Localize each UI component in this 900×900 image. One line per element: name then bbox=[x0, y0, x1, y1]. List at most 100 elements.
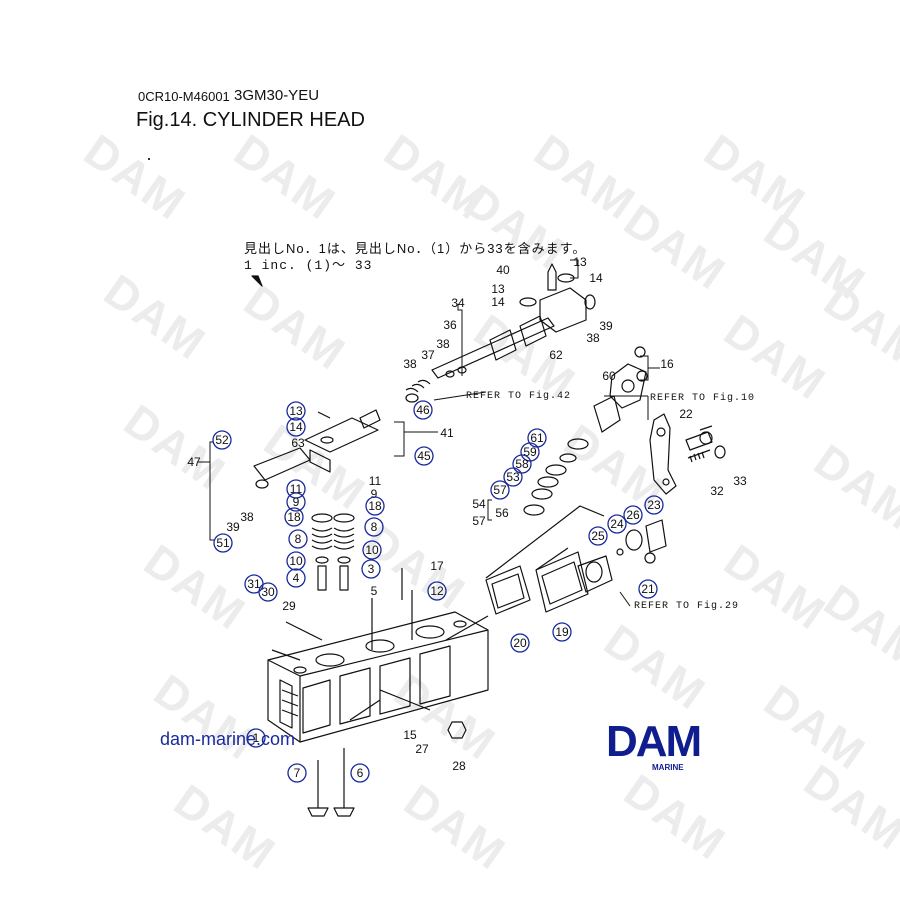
callout-circle bbox=[288, 529, 308, 549]
callout-circle bbox=[284, 507, 304, 527]
callout-circle bbox=[364, 517, 384, 537]
callout-label: 6 bbox=[357, 766, 364, 780]
callout-17: 17 bbox=[430, 559, 444, 573]
callout-label: 5 bbox=[371, 584, 378, 598]
callout-38: 38 bbox=[403, 357, 417, 371]
callout-58: 58 bbox=[512, 454, 532, 474]
callout-label: 8 bbox=[371, 520, 378, 534]
valve-spring-right bbox=[333, 513, 355, 591]
refer-fig10: REFER TO Fig.10 bbox=[650, 393, 756, 404]
callout-63: 63 bbox=[291, 436, 305, 450]
valve-6 bbox=[333, 748, 355, 817]
callout-label: 9 bbox=[371, 487, 378, 501]
callout-circle bbox=[552, 622, 572, 642]
callout-19: 19 bbox=[552, 622, 572, 642]
exhaust-elbow-19 bbox=[535, 551, 613, 613]
callout-label: 13 bbox=[289, 404, 303, 418]
note-japanese: 見出しNo．1は、見出しNo．（1）から33を含みます。 bbox=[244, 241, 587, 256]
callout-label: 10 bbox=[289, 554, 303, 568]
dam-marine-logo: DAM MARINE bbox=[606, 720, 738, 773]
callout-circle bbox=[258, 582, 278, 602]
callout-10: 10 bbox=[286, 551, 306, 571]
callout-circle bbox=[286, 551, 306, 571]
callout-31: 31 bbox=[244, 574, 264, 594]
callout-label: 41 bbox=[440, 426, 454, 440]
callout-38: 38 bbox=[436, 337, 450, 351]
website-link[interactable]: dam-marine.com bbox=[160, 729, 296, 749]
callout-label: 62 bbox=[549, 348, 563, 362]
callout-label: 14 bbox=[491, 295, 505, 309]
callout-circle bbox=[246, 728, 266, 748]
callout-6: 6 bbox=[350, 763, 370, 783]
callout-circle bbox=[286, 492, 306, 512]
note-english: 1 inc. (1)～ 33 bbox=[244, 258, 373, 273]
callout-label: 38 bbox=[436, 337, 450, 351]
callout-47: 47 bbox=[187, 455, 201, 469]
callout-29: 29 bbox=[282, 599, 296, 613]
callout-3: 3 bbox=[361, 559, 381, 579]
callout-circle bbox=[286, 568, 306, 588]
callout-label: 13 bbox=[573, 255, 587, 269]
callout-10: 10 bbox=[362, 540, 382, 560]
refer-fig29: REFER TO Fig.29 bbox=[634, 601, 740, 612]
callout-7: 7 bbox=[287, 763, 307, 783]
callout-18: 18 bbox=[365, 496, 385, 516]
callout-51: 51 bbox=[213, 533, 233, 553]
callout-circle bbox=[212, 430, 232, 450]
callout-4: 4 bbox=[286, 568, 306, 588]
callout-circle bbox=[361, 559, 381, 579]
callout-label: 57 bbox=[493, 483, 507, 497]
callout-27: 27 bbox=[415, 742, 429, 756]
callout-label: 26 bbox=[626, 508, 640, 522]
valve-spring-left bbox=[311, 513, 333, 591]
callout-39: 39 bbox=[599, 319, 613, 333]
callout-label: 4 bbox=[293, 571, 300, 585]
callout-label: 25 bbox=[591, 529, 605, 543]
callout-9: 9 bbox=[371, 487, 378, 501]
elbow-arm bbox=[485, 505, 605, 579]
bracket-22 bbox=[649, 413, 726, 495]
callout-25: 25 bbox=[588, 526, 608, 546]
callout-label: 40 bbox=[496, 263, 510, 277]
callout-16: 16 bbox=[660, 357, 674, 371]
callout-label: 8 bbox=[295, 532, 302, 546]
callout-circle bbox=[286, 479, 306, 499]
callout-21: 21 bbox=[638, 579, 658, 599]
callout-circle bbox=[644, 495, 664, 515]
callout-label: 20 bbox=[513, 636, 527, 650]
callout-label: 28 bbox=[452, 759, 466, 773]
callout-circle bbox=[623, 505, 643, 525]
callout-label: 23 bbox=[647, 498, 661, 512]
callout-24: 24 bbox=[607, 514, 627, 534]
callout-label: 53 bbox=[506, 470, 520, 484]
callout-14: 14 bbox=[589, 271, 603, 285]
callout-label: 33 bbox=[733, 474, 747, 488]
callout-circle bbox=[413, 400, 433, 420]
callout-56: 56 bbox=[495, 506, 509, 520]
callout-37: 37 bbox=[421, 348, 435, 362]
callout-23: 23 bbox=[644, 495, 664, 515]
callout-label: 29 bbox=[282, 599, 296, 613]
figure-title: Fig.14. CYLINDER HEAD bbox=[136, 109, 365, 131]
callout-label: 11 bbox=[290, 482, 303, 496]
callout-circle bbox=[427, 581, 447, 601]
callout-14: 14 bbox=[286, 417, 306, 437]
callout-38: 38 bbox=[240, 510, 254, 524]
callout-label: 32 bbox=[710, 484, 724, 498]
callout-34: 34 bbox=[451, 296, 465, 310]
refer-fig42: REFER TO Fig.42 bbox=[466, 391, 572, 402]
callout-54: 54 bbox=[472, 497, 486, 511]
callout-label: 17 bbox=[430, 559, 444, 573]
callout-5: 5 bbox=[371, 584, 378, 598]
callout-circle bbox=[510, 633, 530, 653]
callout-circle bbox=[512, 454, 532, 474]
callout-label: 13 bbox=[491, 282, 505, 296]
callout-28: 28 bbox=[452, 759, 466, 773]
callout-46: 46 bbox=[413, 400, 433, 420]
callout-label: 7 bbox=[294, 766, 301, 780]
callout-11: 11 bbox=[369, 474, 382, 488]
callout-57: 57 bbox=[490, 480, 510, 500]
callout-13: 13 bbox=[573, 255, 587, 269]
callout-label: 1 bbox=[253, 731, 260, 745]
